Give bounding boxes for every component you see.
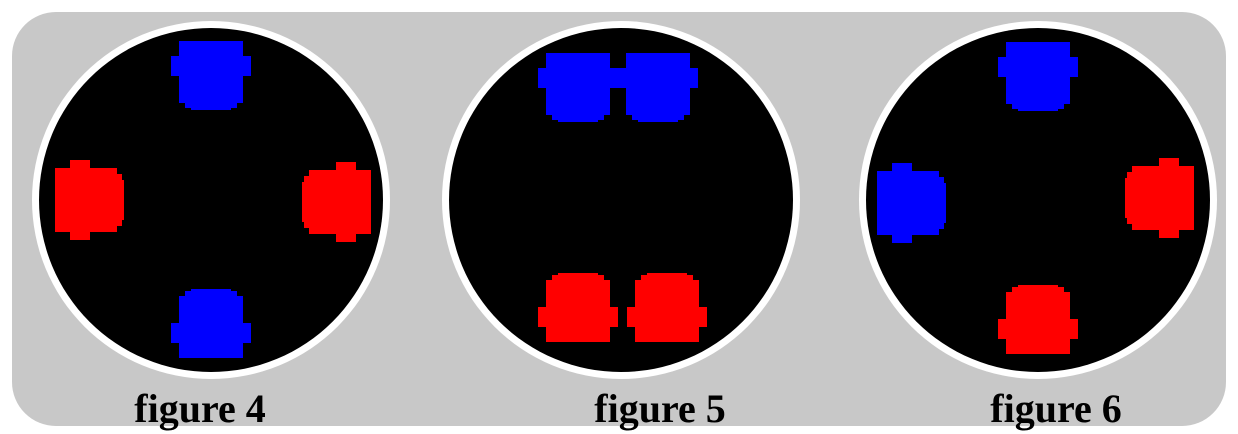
chair (1125, 158, 1194, 238)
chair (618, 53, 698, 122)
figure-caption: figure 6 (990, 386, 1121, 431)
chair (171, 289, 251, 358)
chair (302, 162, 371, 242)
chair (171, 41, 251, 110)
chair (538, 53, 618, 122)
chair (538, 273, 618, 342)
figure-caption: figure 4 (134, 386, 265, 431)
chair (627, 273, 707, 342)
chair (998, 42, 1078, 111)
chair (998, 285, 1078, 354)
chair (877, 163, 946, 243)
chair (55, 160, 124, 240)
figure-caption: figure 5 (594, 386, 725, 431)
